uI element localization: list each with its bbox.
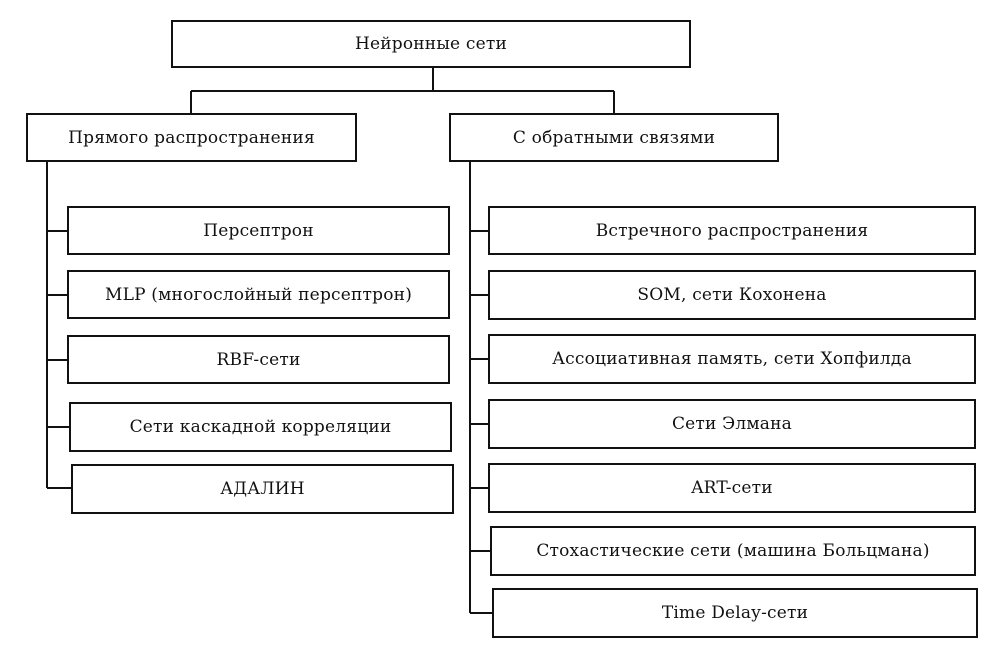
node-perceptron: Персептрон: [67, 206, 450, 255]
node-mlp: MLP (многослойный персептрон): [67, 270, 450, 319]
node-adaline: АДАЛИН: [71, 464, 454, 514]
branch-feedforward: Прямого распространения: [26, 113, 357, 162]
node-som-kohonen: SOM, сети Кохонена: [488, 270, 976, 320]
node-boltzmann: Стохастические сети (машина Больцмана): [490, 526, 976, 576]
node-art: ART-сети: [488, 463, 976, 513]
branch-recurrent: С обратными связями: [449, 113, 779, 162]
root-node: Нейронные сети: [171, 20, 691, 68]
node-elman: Сети Элмана: [488, 399, 976, 449]
node-counterpropagation: Встречного распространения: [488, 206, 976, 255]
node-hopfield: Ассоциативная память, сети Хопфилда: [488, 334, 976, 384]
node-cascade-correlation: Сети каскадной корреляции: [69, 402, 452, 452]
node-time-delay: Time Delay-сети: [492, 588, 978, 638]
node-rbf: RBF-сети: [67, 335, 450, 384]
